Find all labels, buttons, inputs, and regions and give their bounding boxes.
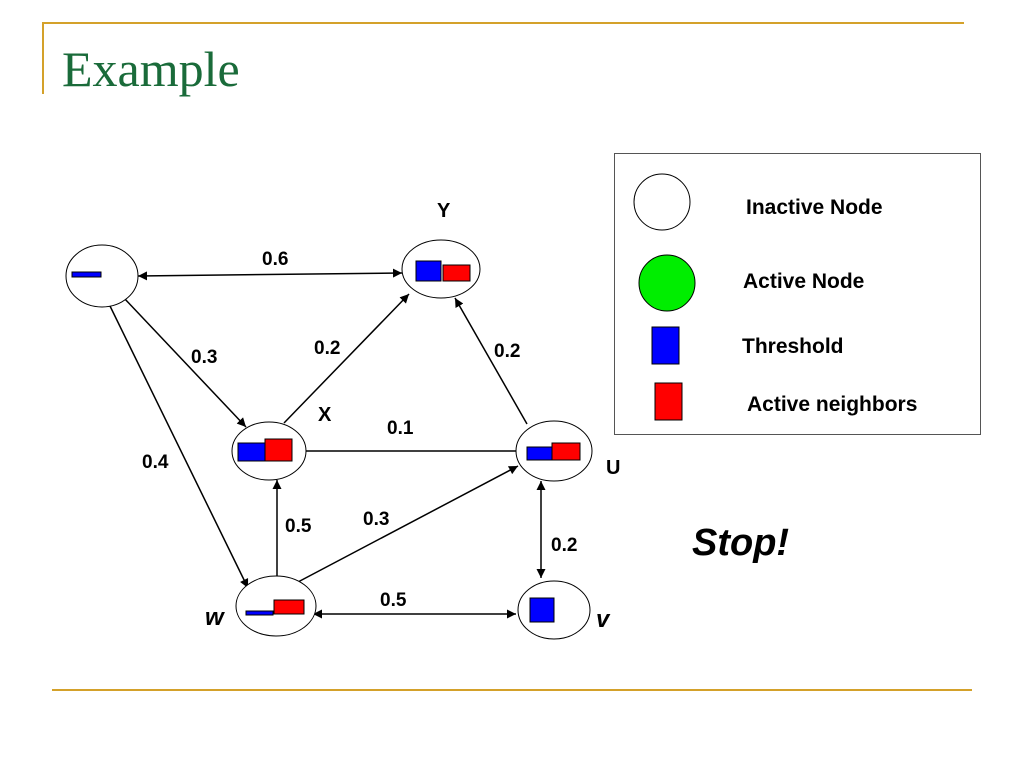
node-top-left — [65, 244, 139, 308]
edge-topleft-x — [123, 297, 247, 428]
edge-weight-w-u: 0.3 — [363, 509, 389, 530]
edge-weight-topleft-x: 0.3 — [191, 347, 217, 368]
threshold-bar-u — [526, 446, 553, 461]
edge-weight-u-x: 0.1 — [387, 418, 414, 439]
edge-weight-w-x: 0.5 — [285, 516, 312, 537]
legend-inactive-node-symbol — [633, 173, 691, 231]
bottom-rule — [52, 689, 972, 691]
edge-weight-u-v: 0.2 — [551, 535, 577, 556]
neighbors-bar-u — [551, 442, 581, 461]
edge-weight-w-v: 0.5 — [380, 590, 407, 611]
edge-weight-topleft-y: 0.6 — [262, 249, 288, 270]
slide-title: Example — [62, 41, 240, 97]
edge-x-y — [283, 293, 410, 424]
neighbors-bar-x — [264, 438, 293, 462]
legend-active-neighbors-label: Active neighbors — [747, 393, 918, 416]
legend-box — [614, 153, 981, 435]
node-label-y: Y — [437, 200, 451, 222]
edge-weight-topleft-w: 0.4 — [142, 452, 169, 473]
threshold-bar-top-left — [71, 271, 102, 278]
legend-active-node-label: Active Node — [743, 270, 865, 293]
stop-text: Stop! — [692, 522, 790, 564]
legend-threshold-symbol — [651, 326, 680, 365]
top-rule — [42, 22, 964, 24]
legend-threshold-label: Threshold — [742, 335, 844, 358]
node-label-w: w — [205, 604, 225, 631]
threshold-bar-v — [529, 597, 555, 623]
edge-weight-u-y: 0.2 — [494, 341, 520, 362]
threshold-bar-x — [237, 442, 266, 462]
legend-neighbors-symbol — [654, 382, 683, 421]
neighbors-bar-y — [442, 264, 471, 282]
threshold-bar-w — [245, 610, 274, 616]
edge-w-u — [297, 465, 519, 583]
edge-topleft-w — [109, 305, 249, 589]
edge-topleft-y — [137, 268, 403, 281]
edge-weight-x-y: 0.2 — [314, 338, 340, 359]
side-rule — [42, 22, 44, 94]
node-label-v: v — [596, 606, 611, 633]
threshold-bar-y — [415, 260, 442, 282]
edge-u-y — [454, 297, 528, 425]
neighbors-bar-w — [273, 599, 305, 615]
node-label-u: U — [606, 457, 620, 479]
legend-inactive-node-label: Inactive Node — [746, 196, 883, 219]
node-label-x: X — [318, 404, 332, 426]
legend-active-node-symbol — [638, 254, 696, 312]
